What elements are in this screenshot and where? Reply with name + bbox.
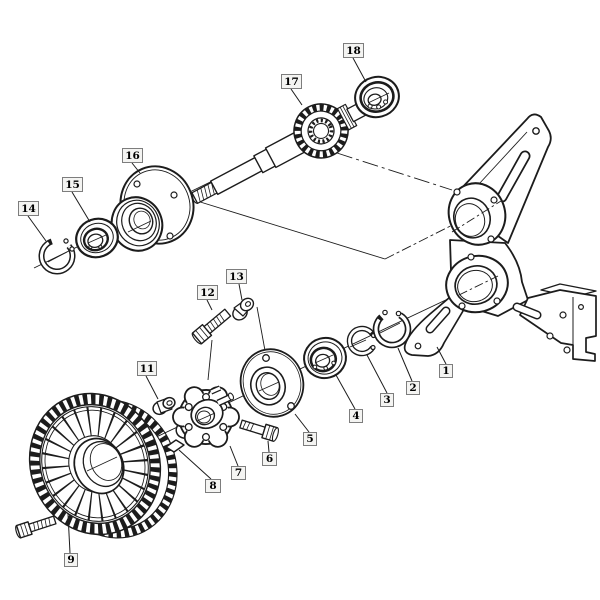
part-11-nut: [152, 396, 176, 416]
part-16-bearing-housing: [110, 165, 195, 252]
callout-16: 16: [122, 148, 143, 163]
part-8-key: [165, 439, 185, 453]
part-4-ball-bearing: [303, 336, 347, 380]
part-14-snap-ring: [38, 237, 76, 275]
part-13-lock-nut: [232, 297, 255, 321]
part-18-ball-bearing: [354, 75, 400, 119]
callout-15: 15: [62, 177, 83, 192]
callout-7: 7: [231, 466, 246, 480]
part-9-drive-gear: [28, 392, 178, 539]
callout-13: 13: [226, 269, 247, 284]
part-15-ball-bearing: [75, 217, 119, 259]
callout-9: 9: [64, 553, 78, 567]
callout-1: 1: [439, 364, 453, 378]
callout-14: 14: [18, 201, 39, 216]
part-6-cap-screw: [239, 419, 279, 442]
part-17-gear-shaft: [190, 100, 370, 205]
callout-17: 17: [281, 74, 302, 89]
callout-5: 5: [303, 432, 317, 446]
part-2-snap-ring: [372, 309, 412, 349]
callout-2: 2: [406, 381, 420, 395]
part-12-cap-screw: [191, 308, 232, 345]
gear-mount-bolt: [15, 515, 57, 539]
callout-6: 6: [262, 452, 277, 466]
callout-18: 18: [343, 43, 364, 58]
part-1-support-bracket: [403, 113, 597, 362]
callout-4: 4: [349, 409, 363, 423]
centerline-segments: [47, 92, 401, 472]
callout-12: 12: [197, 285, 218, 300]
callout-3: 3: [380, 393, 394, 407]
callout-8: 8: [205, 479, 221, 493]
callout-11: 11: [137, 361, 157, 376]
leader-lines: [27, 57, 447, 554]
part-5-bearing-flange: [239, 348, 305, 418]
